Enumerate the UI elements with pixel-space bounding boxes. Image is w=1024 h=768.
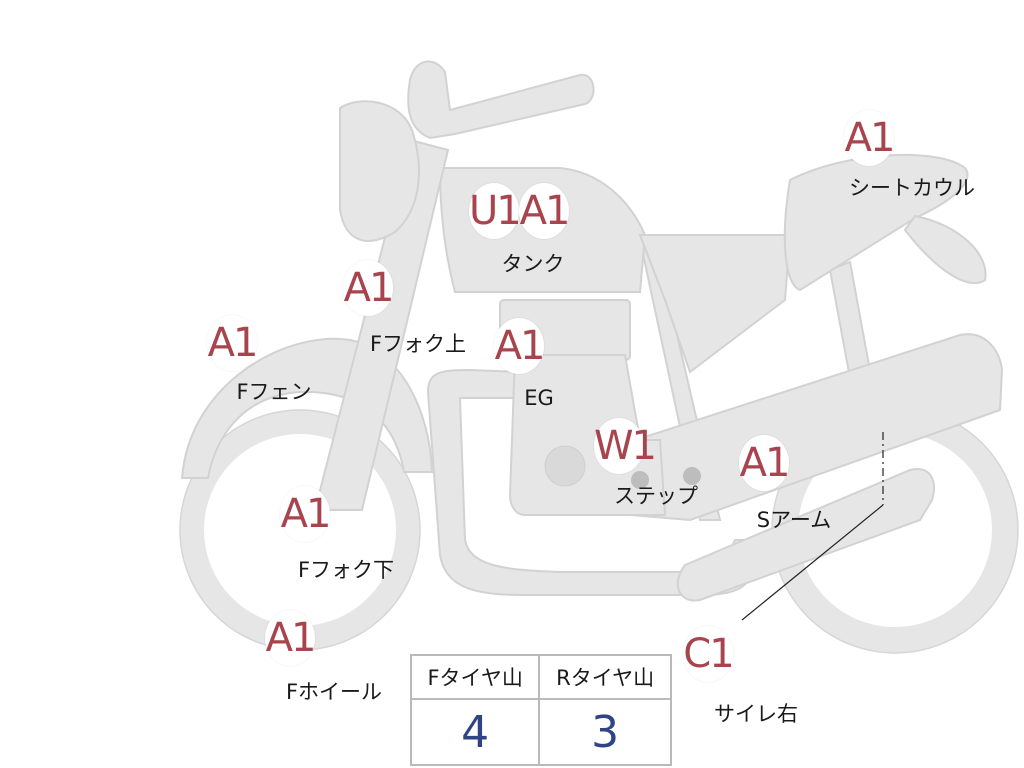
front-fork bbox=[313, 138, 450, 511]
label-engine: EG bbox=[524, 386, 554, 410]
damage-code: A1 bbox=[844, 110, 895, 166]
side-panel bbox=[638, 234, 792, 374]
tail-light bbox=[903, 214, 987, 284]
rear-tread-value[interactable]: 3 bbox=[538, 698, 672, 766]
rear-tread-header: Rタイヤ山 bbox=[538, 654, 672, 700]
damage-code: A1 bbox=[494, 318, 545, 374]
label-front-wheel: Fホイール bbox=[285, 680, 383, 704]
front-tread-value[interactable]: 4 bbox=[409, 698, 541, 766]
marker-fork-upper[interactable]: A1 bbox=[343, 260, 394, 318]
step-peg-2 bbox=[683, 467, 701, 485]
damage-code: W1 bbox=[594, 418, 657, 474]
marker-fork-lower[interactable]: A1 bbox=[280, 486, 331, 544]
engine-cover bbox=[544, 445, 586, 487]
label-front-fender: Fフェン bbox=[236, 380, 312, 404]
label-tank: タンク bbox=[501, 252, 565, 276]
label-seat-cowl: シートカウル bbox=[849, 176, 975, 200]
muffler-shape bbox=[676, 468, 935, 602]
muffler-leader bbox=[741, 504, 884, 621]
marker-swing-arm[interactable]: A1 bbox=[739, 435, 790, 493]
front-tread-header: Fタイヤ山 bbox=[409, 654, 541, 700]
marker-front-fender[interactable]: A1 bbox=[207, 315, 258, 373]
marker-step[interactable]: W1 bbox=[594, 418, 657, 476]
label-muffler-right: サイレ右 bbox=[714, 702, 798, 726]
damage-code: A1 bbox=[343, 260, 394, 316]
damage-code: A1 bbox=[280, 486, 331, 542]
damage-code: U1 bbox=[469, 183, 522, 239]
swing-arm-shape bbox=[618, 333, 1004, 522]
damage-code: A1 bbox=[739, 435, 790, 491]
damage-code: A1 bbox=[207, 315, 258, 371]
damage-code: A1 bbox=[519, 183, 570, 239]
marker-muffler-right[interactable]: C1 bbox=[683, 626, 735, 684]
step-peg-1 bbox=[631, 471, 649, 489]
damage-code: C1 bbox=[683, 626, 735, 682]
headlight bbox=[339, 100, 420, 242]
label-step: ステップ bbox=[614, 484, 698, 508]
handlebar bbox=[407, 60, 595, 140]
label-fork-upper: Fフォク上 bbox=[369, 332, 467, 356]
tire-tread-table: Fタイヤ山 Rタイヤ山 4 3 bbox=[409, 654, 672, 766]
marker-front-wheel[interactable]: A1 bbox=[265, 610, 316, 668]
marker-tank[interactable]: U1 A1 bbox=[469, 183, 570, 241]
label-fork-lower: Fフォク下 bbox=[297, 558, 395, 582]
label-swing-arm: Sアーム bbox=[756, 508, 832, 532]
marker-seat-cowl[interactable]: A1 bbox=[844, 110, 895, 168]
marker-engine[interactable]: A1 bbox=[494, 318, 545, 376]
damage-code: A1 bbox=[265, 610, 316, 666]
